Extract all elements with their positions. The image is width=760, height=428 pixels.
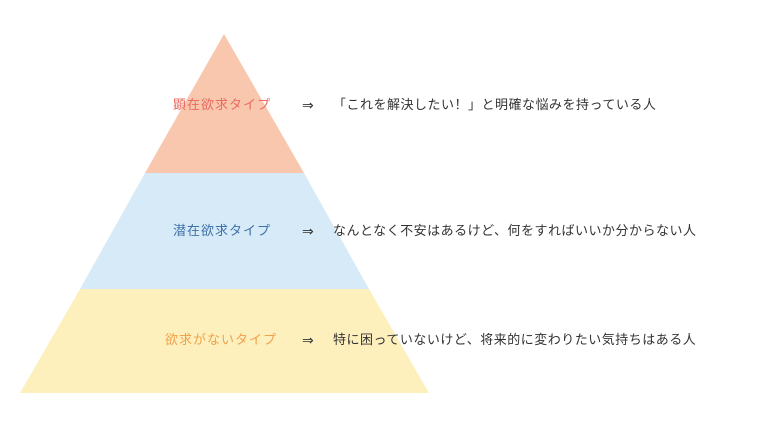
tier-label-top: 顕在欲求タイプ — [173, 98, 272, 113]
arrow-icon: ⇒ — [302, 224, 314, 240]
pyramid-tier-middle — [80, 173, 369, 289]
arrow-icon: ⇒ — [302, 333, 314, 349]
tier-description-middle: なんとなく不安はあるけど、何をすればいいか分からない人 — [333, 224, 697, 239]
tier-description-top: 「これを解決したい！」と明確な悩みを持っている人 — [333, 98, 657, 113]
tier-label-bottom: 欲求がないタイプ — [165, 333, 278, 348]
pyramid-tier-top — [145, 34, 304, 173]
pyramid-tier-bottom — [20, 289, 429, 393]
tier-description-bottom: 特に困っていないけど、将来的に変わりたい気持ちはある人 — [333, 333, 697, 348]
arrow-icon: ⇒ — [302, 98, 314, 114]
tier-label-middle: 潜在欲求タイプ — [173, 224, 272, 239]
